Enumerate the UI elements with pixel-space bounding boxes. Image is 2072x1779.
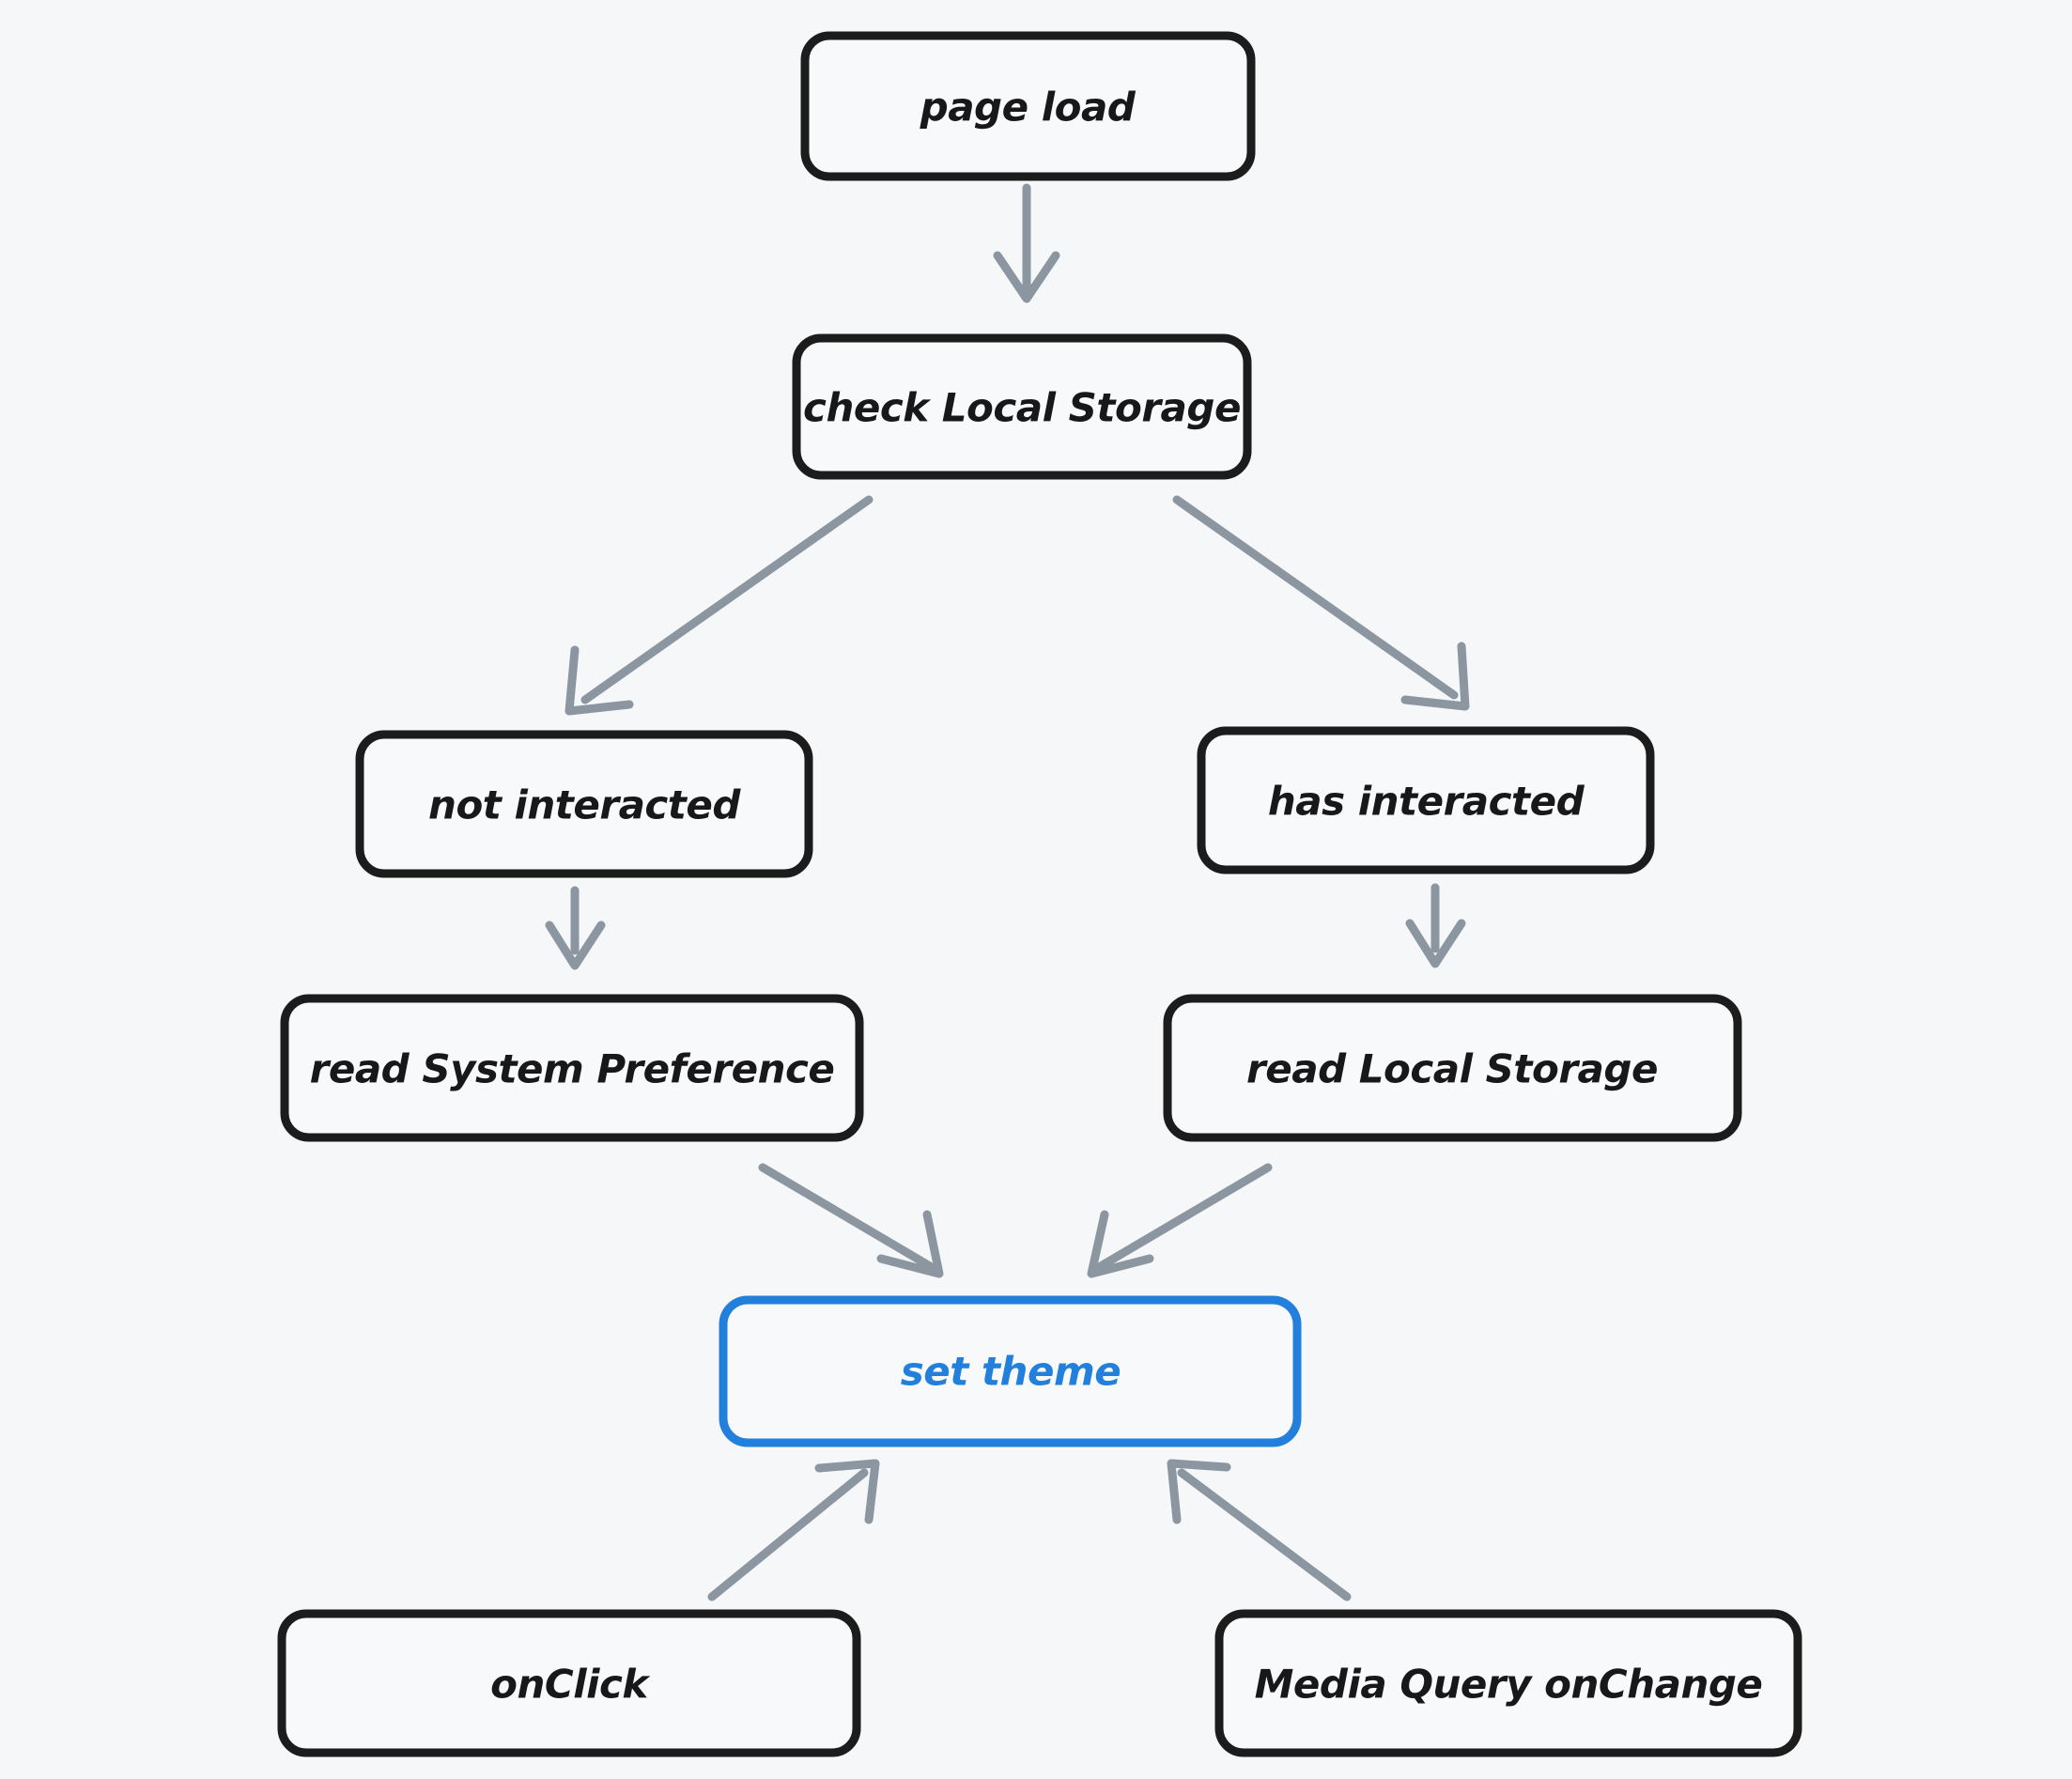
edge-read-system-preference-to-set-theme bbox=[758, 1163, 944, 1278]
node-not-interacted[interactable]: not interacted bbox=[355, 730, 813, 878]
node-read-system-preference[interactable]: read System Preference bbox=[280, 994, 864, 1142]
node-page-load-box bbox=[800, 31, 1256, 181]
node-read-local-storage-box bbox=[1163, 994, 1742, 1142]
edge-check-local-storage-to-has-interacted bbox=[1172, 495, 1470, 711]
node-has-interacted-label: has interacted bbox=[1268, 779, 1585, 825]
node-read-system-preference-box bbox=[280, 994, 864, 1142]
edge-check-local-storage-to-not-interacted bbox=[564, 495, 874, 716]
node-not-interacted-label: not interacted bbox=[428, 782, 741, 828]
node-check-local-storage-box bbox=[792, 333, 1252, 480]
node-read-system-preference-label: read System Preference bbox=[310, 1046, 835, 1092]
node-media-query-label: Media Query onChange bbox=[1255, 1662, 1763, 1708]
edge-not-interacted-to-read-system-preference bbox=[545, 886, 606, 970]
node-not-interacted-box bbox=[355, 730, 813, 878]
node-page-load[interactable]: page load bbox=[800, 31, 1256, 181]
node-onclick-label: onClick bbox=[490, 1662, 651, 1708]
node-check-local-storage-label: check Local Storage bbox=[803, 385, 1241, 431]
edge-read-local-storage-to-set-theme bbox=[1087, 1163, 1273, 1278]
node-set-theme-box bbox=[719, 1295, 1302, 1447]
node-media-query-box bbox=[1214, 1609, 1802, 1757]
edge-media-query-to-set-theme bbox=[1167, 1459, 1352, 1601]
edge-onclick-to-set-theme bbox=[707, 1459, 880, 1601]
edge-has-interacted-to-read-local-storage bbox=[1405, 883, 1466, 968]
node-set-theme[interactable]: set theme bbox=[719, 1295, 1302, 1447]
node-read-local-storage[interactable]: read Local Storage bbox=[1163, 994, 1742, 1142]
node-has-interacted[interactable]: has interacted bbox=[1197, 726, 1655, 874]
node-onclick[interactable]: onClick bbox=[277, 1609, 861, 1757]
edge-page-load-to-check-local-storage bbox=[993, 183, 1060, 303]
node-media-query[interactable]: Media Query onChange bbox=[1214, 1609, 1802, 1757]
node-has-interacted-box bbox=[1197, 726, 1655, 874]
node-check-local-storage[interactable]: check Local Storage bbox=[792, 333, 1252, 480]
node-onclick-box bbox=[277, 1609, 861, 1757]
node-page-load-label: page load bbox=[920, 85, 1137, 131]
node-read-local-storage-label: read Local Storage bbox=[1246, 1046, 1658, 1092]
node-set-theme-label: set theme bbox=[901, 1349, 1121, 1395]
